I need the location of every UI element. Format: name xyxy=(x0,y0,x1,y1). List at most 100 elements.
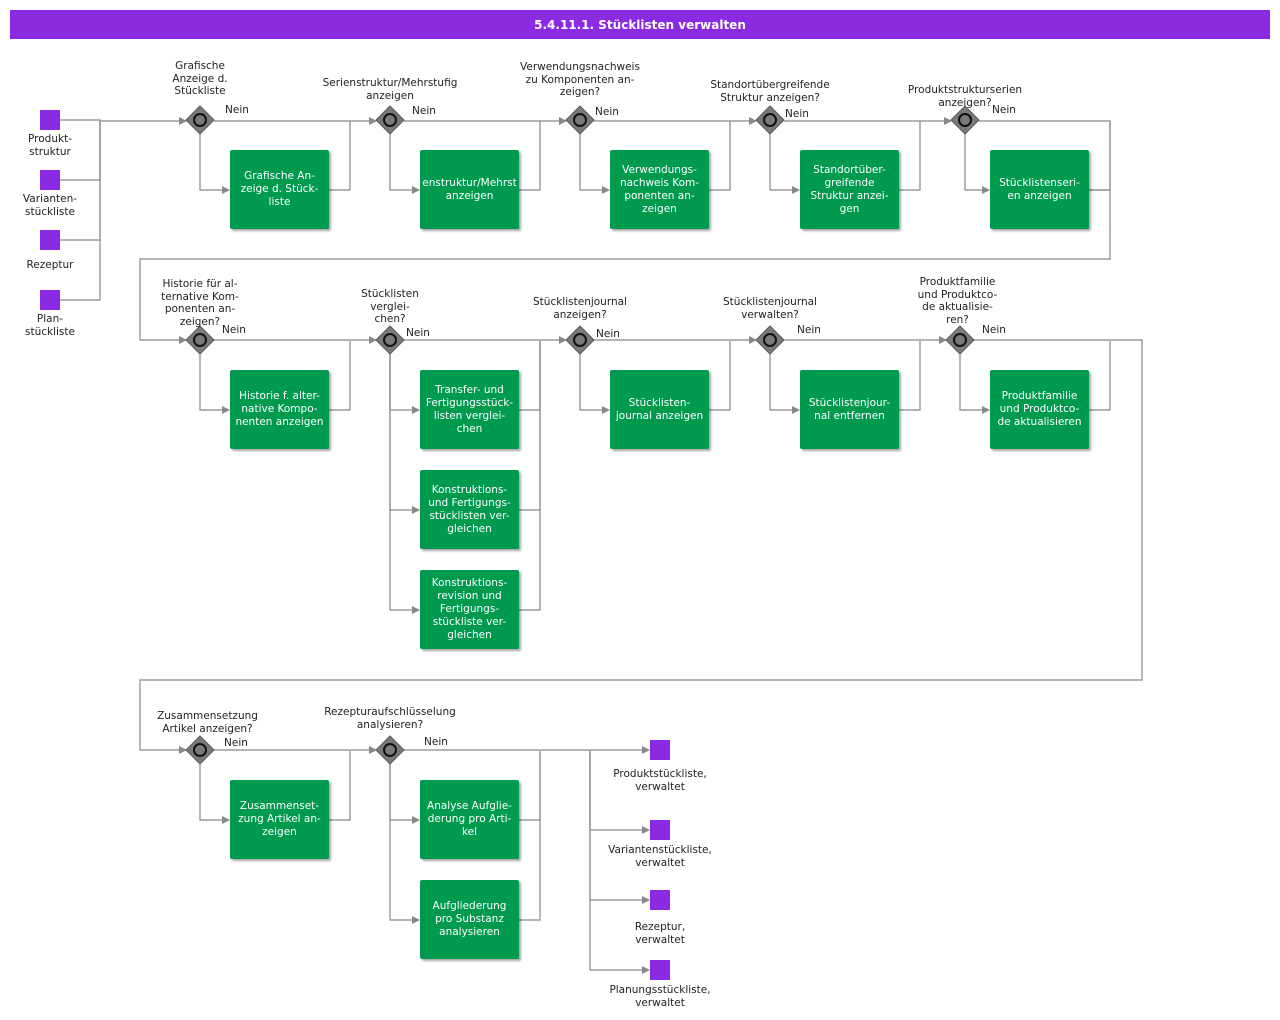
gateway-event-icon xyxy=(383,113,397,127)
connector-line xyxy=(579,134,610,194)
start-event-label: Varianten- stückliste xyxy=(22,193,78,218)
gateway-question: Produktfamilie und Produktco- de aktuali… xyxy=(917,276,998,326)
gateway-diamond xyxy=(755,105,785,135)
connector-line xyxy=(60,119,101,121)
gateway-diamond xyxy=(185,325,215,355)
connectors xyxy=(60,117,1143,974)
task-label: Analyse Aufglie- derung pro Arti- kel xyxy=(427,800,512,838)
gateway-diamond xyxy=(375,325,405,355)
connector-line xyxy=(199,764,230,824)
connector-line xyxy=(139,339,1143,754)
task-box xyxy=(230,370,329,449)
connector-line xyxy=(899,341,921,411)
connector-line xyxy=(199,134,230,194)
gateway-no-label: Nein xyxy=(222,324,246,336)
start-event xyxy=(40,290,60,310)
connector-line xyxy=(389,354,420,614)
connector-line xyxy=(959,354,990,414)
start-event-label: Plan- stückliste xyxy=(25,313,75,338)
gateway-event-icon xyxy=(763,333,777,347)
connector-line xyxy=(519,341,541,511)
task-label: Produktfamilie und Produktco- de aktuali… xyxy=(997,390,1082,428)
connector-line xyxy=(769,354,800,414)
task-box xyxy=(610,150,709,229)
gateway-diamond xyxy=(375,105,405,135)
connector-line xyxy=(519,751,541,821)
task-box xyxy=(800,150,899,229)
gateway-event-icon xyxy=(193,333,207,347)
connector-line xyxy=(60,121,101,301)
task-label: Zusammenset- zung Artikel an- zeigen xyxy=(238,800,321,838)
end-event xyxy=(650,890,670,910)
task-label: enstruktur/Mehrst anzeigen xyxy=(422,176,517,202)
gateway-diamond xyxy=(945,325,975,355)
gateway-no-label: Nein xyxy=(785,108,809,120)
gateway-no-label: Nein xyxy=(406,327,430,339)
connector-line xyxy=(709,341,731,411)
start-event-label: Produkt- struktur xyxy=(28,133,72,158)
connector-line xyxy=(519,341,541,411)
gateway-diamond xyxy=(950,105,980,135)
task-box xyxy=(800,370,899,449)
gateway-event-icon xyxy=(953,333,967,347)
task-box xyxy=(420,780,519,859)
connector-line xyxy=(589,750,650,974)
gateway-no-label: Nein xyxy=(982,324,1006,336)
end-event-label: Rezeptur, verwaltet xyxy=(634,921,686,946)
task-box xyxy=(990,150,1089,229)
diagram-title: 5.4.11.1. Stücklisten verwalten xyxy=(10,10,1270,39)
gateway-event-icon xyxy=(383,743,397,757)
task-box xyxy=(420,370,519,449)
gateway-no-label: Nein xyxy=(224,737,248,749)
task-label: Historie f. alter- native Kompo- nenten … xyxy=(235,390,324,428)
task-label: Verwendungs- nachweis Kom- ponenten an- … xyxy=(619,163,700,215)
gateway-event-icon xyxy=(763,113,777,127)
gateway-question: Serienstruktur/Mehrstufig anzeigen xyxy=(322,77,458,102)
connector-line xyxy=(519,751,541,921)
start-event xyxy=(40,170,60,190)
gateway-event-icon xyxy=(573,113,587,127)
shapes xyxy=(40,105,1089,980)
gateway-question: Stücklistenjournal anzeigen? xyxy=(533,296,627,321)
gateway-no-label: Nein xyxy=(225,104,249,116)
connector-line xyxy=(899,121,921,191)
connector-line xyxy=(389,354,420,514)
task-box xyxy=(990,370,1089,449)
gateway-event-icon xyxy=(193,113,207,127)
end-event xyxy=(650,820,670,840)
connector-line xyxy=(709,121,731,191)
gateway-question: Produktstrukturserien anzeigen? xyxy=(907,84,1023,109)
start-event xyxy=(40,230,60,250)
task-label: Grafische An- zeige d. Stück- liste xyxy=(240,170,319,208)
gateway-no-label: Nein xyxy=(992,104,1016,116)
gateway-no-label: Nein xyxy=(424,736,448,748)
connector-line xyxy=(389,764,420,924)
gateway-event-icon xyxy=(383,333,397,347)
connector-line xyxy=(769,134,800,194)
task-box xyxy=(420,470,519,549)
connector-line xyxy=(329,121,351,191)
gateway-no-label: Nein xyxy=(412,105,436,117)
task-box xyxy=(420,570,519,649)
task-label: Stücklistenjour- nal entfernen xyxy=(808,396,891,422)
start-event xyxy=(40,110,60,130)
connector-line xyxy=(139,120,1111,344)
end-event xyxy=(650,960,670,980)
task-box xyxy=(230,780,329,859)
gateway-question: Rezepturaufschlüsselung analysieren? xyxy=(324,706,456,731)
connector-line xyxy=(389,354,420,414)
gateway-question: Zusammensetzung Artikel anzeigen? xyxy=(157,710,258,735)
task-label: Konstruktions- und Fertigungs- stücklist… xyxy=(428,483,511,535)
task-box xyxy=(420,880,519,959)
connector-line xyxy=(519,341,541,611)
gateway-diamond xyxy=(565,105,595,135)
gateway-question: Stücklisten verglei- chen? xyxy=(361,288,419,325)
gateway-event-icon xyxy=(573,333,587,347)
connector-line xyxy=(1089,341,1111,411)
gateway-question: Standortübergreifende Struktur anzeigen? xyxy=(710,79,830,104)
gateway-question: Grafische Anzeige d. Stückliste xyxy=(172,60,228,97)
end-event-label: Planungsstückliste, verwaltet xyxy=(609,984,711,1009)
start-event-label: Rezeptur xyxy=(26,259,74,271)
task-label: Aufgliederung pro Substanz analysieren xyxy=(432,900,507,938)
